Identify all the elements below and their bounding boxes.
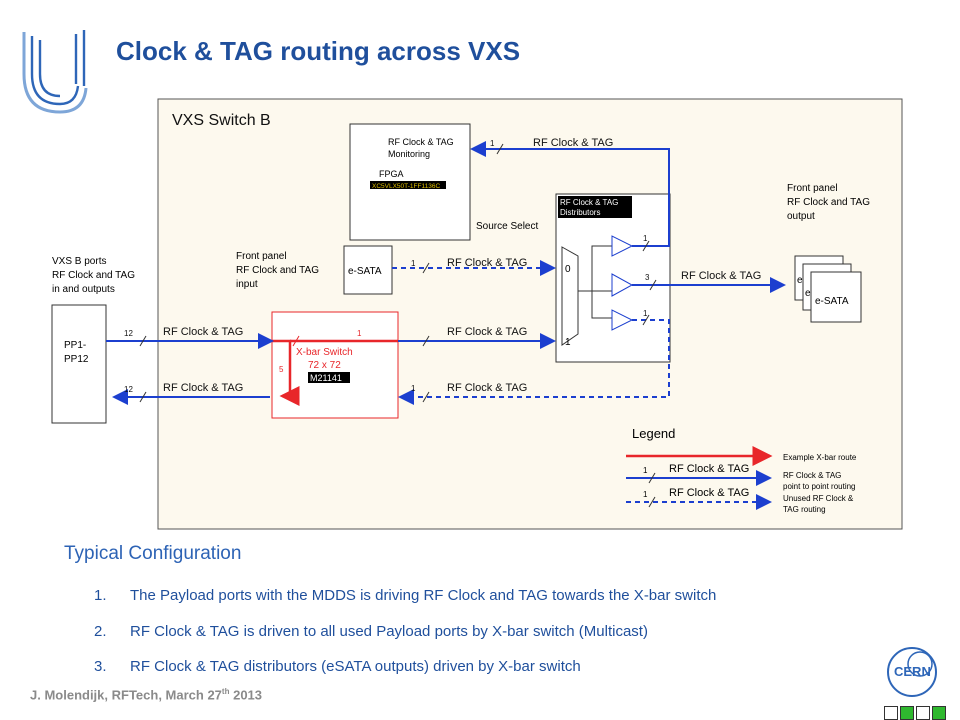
svg-text:1: 1 [357, 329, 362, 338]
svg-text:RF Clock & TAG: RF Clock & TAG [560, 198, 618, 207]
nav-square-1 [884, 706, 898, 720]
routing-diagram: VXS Switch B RF Clock & TAG Monitoring F… [51, 98, 903, 530]
svg-text:1: 1 [643, 309, 648, 318]
svg-text:PP12: PP12 [64, 354, 89, 365]
svg-text:12: 12 [124, 329, 133, 338]
svg-text:RF Clock and TAG: RF Clock and TAG [787, 197, 870, 208]
legend-title: Legend [632, 426, 675, 441]
svg-text:RF Clock & TAG: RF Clock & TAG [163, 382, 243, 394]
driver-2 [611, 273, 634, 297]
driver-1 [611, 235, 634, 257]
svg-text:RF Clock & TAG: RF Clock & TAG [447, 257, 527, 269]
svg-text:1: 1 [643, 490, 648, 499]
nav-square-2 [900, 706, 914, 720]
svg-text:in and outputs: in and outputs [52, 284, 115, 295]
svg-text:output: output [787, 211, 815, 222]
svg-text:1: 1 [411, 259, 416, 268]
svg-text:RF Clock and TAG: RF Clock and TAG [236, 265, 319, 276]
vxs-ports-label: VXS B ports [52, 256, 106, 267]
svg-text:1: 1 [411, 384, 416, 393]
svg-text:RF Clock & TAG: RF Clock & TAG [783, 471, 841, 480]
svg-text:RF Clock & TAG: RF Clock & TAG [669, 487, 749, 499]
fpga-label: FPGA [379, 169, 404, 179]
esata-in [343, 245, 393, 295]
svg-text:e-SATA: e-SATA [815, 296, 849, 307]
svg-text:X-bar Switch: X-bar Switch [296, 347, 353, 358]
config-item-2: 2.RF Clock & TAG is driven to all used P… [94, 623, 648, 640]
config-item-1: 1.The Payload ports with the MDDS is dri… [94, 587, 717, 604]
nav-square-4 [932, 706, 946, 720]
monitor-label: RF Clock & TAG [388, 137, 454, 147]
svg-text:1: 1 [643, 234, 648, 243]
svg-text:input: input [236, 279, 258, 290]
pp-box [51, 304, 107, 424]
fp-input-label: Front panel [236, 251, 287, 262]
svg-text:RF Clock & TAG: RF Clock & TAG [669, 463, 749, 475]
svg-text:3: 3 [645, 273, 650, 282]
svg-text:12: 12 [124, 385, 133, 394]
svg-text:RF Clock and TAG: RF Clock and TAG [52, 270, 135, 281]
svg-text:RF Clock & TAG: RF Clock & TAG [447, 326, 527, 338]
svg-text:Monitoring: Monitoring [388, 149, 430, 159]
university-logo [22, 30, 88, 114]
fp-output-label: Front panel [787, 183, 838, 194]
switch-title: VXS Switch B [172, 112, 271, 129]
svg-text:RF Clock & TAG: RF Clock & TAG [533, 137, 613, 149]
nav-square-3 [916, 706, 930, 720]
esata-out-c [810, 271, 862, 323]
config-heading: Typical Configuration [64, 543, 242, 564]
fpga-part-badge [370, 181, 446, 189]
driver-3 [611, 309, 634, 331]
svg-text:e-SATA: e-SATA [348, 266, 382, 277]
svg-text:point to point routing: point to point routing [783, 482, 856, 491]
link-label: RF Clock & TAG [163, 326, 243, 338]
svg-text:PP1-: PP1- [64, 340, 86, 351]
distributors-badge [558, 196, 632, 218]
source-select-label: Source Select [476, 221, 538, 232]
svg-text:M21141: M21141 [310, 373, 342, 383]
svg-text:RF Clock & TAG: RF Clock & TAG [681, 270, 761, 282]
slide-title: Clock & TAG routing across VXS [116, 36, 521, 66]
svg-text:XC5VLX50T-1FF1136C: XC5VLX50T-1FF1136C [372, 183, 440, 190]
svg-text:CERN: CERN [894, 664, 931, 679]
vxs-switch-panel [157, 98, 903, 530]
svg-text:1: 1 [490, 139, 495, 148]
svg-text:e: e [797, 275, 803, 286]
svg-text:0: 0 [565, 264, 571, 275]
svg-text:1: 1 [643, 466, 648, 475]
svg-text:RF Clock & TAG: RF Clock & TAG [447, 382, 527, 394]
svg-text:e: e [805, 288, 811, 299]
svg-text:1: 1 [565, 337, 571, 348]
config-item-3: 3.RF Clock & TAG distributors (eSATA out… [94, 658, 581, 675]
svg-text:Unused RF Clock &: Unused RF Clock & [783, 494, 854, 503]
svg-text:72 x 72: 72 x 72 [308, 360, 341, 371]
svg-text:Example X-bar route: Example X-bar route [783, 453, 857, 462]
svg-text:Distributors: Distributors [560, 208, 600, 217]
svg-text:TAG routing: TAG routing [783, 505, 826, 514]
source-mux [561, 246, 579, 346]
footer-author: J. Molendijk, RFTech, March 27th 2013 [30, 687, 263, 703]
svg-text:5: 5 [279, 365, 284, 374]
cern-logo: CERN [887, 647, 937, 697]
